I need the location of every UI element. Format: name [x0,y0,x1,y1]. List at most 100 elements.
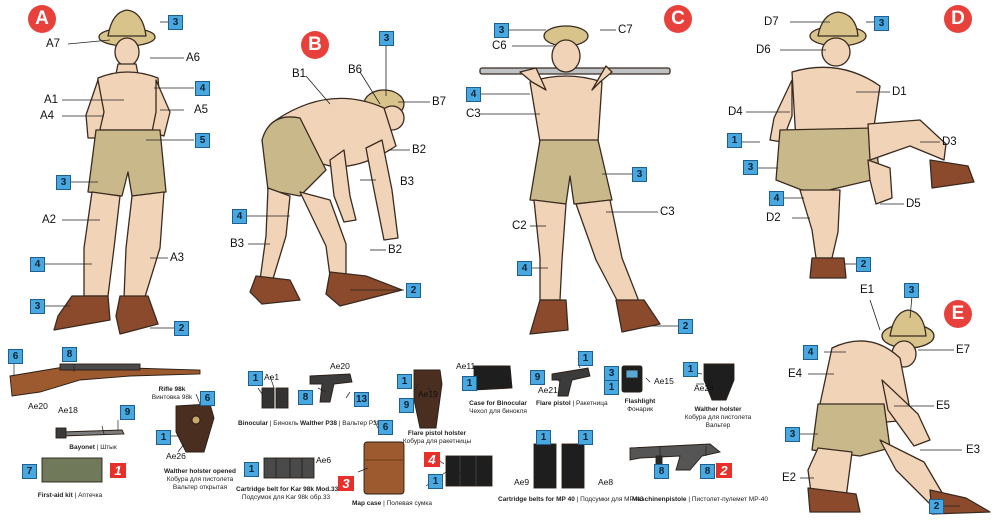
part-ae20-rifle: Ae20 [28,401,48,411]
label-b3-right: B3 [400,176,415,188]
color-code-a-sock: 3 [30,299,45,314]
binocular-case-drawing [473,365,513,391]
label-a7: A7 [46,38,61,50]
part-ae24-walther-holster: Ae24 [694,383,714,393]
bayonet-drawing [55,427,125,439]
label-b1: B1 [292,68,307,80]
label-c2: C2 [512,220,527,232]
part-ae11-binocular-case: Ae11 [456,361,476,371]
map-case-drawing [363,441,405,495]
label-a5: A5 [194,104,209,116]
caption-map-case: Map case | Полевая сумка [352,500,432,507]
label-a6: A6 [186,52,201,64]
soldier-e-figure [807,309,991,515]
color-code-e-shorts: 3 [785,427,800,442]
part-ae8-mp40-belt: Ae8 [598,477,614,487]
soldier-d-figure [769,11,975,279]
label-d5: D5 [906,198,921,210]
part-ae1-binocular: Ae1 [264,372,280,382]
color-code-flare-pistol-a: 9 [530,370,545,385]
red-code-mp40-belt: 4 [424,452,440,467]
color-code-map-case: 6 [378,420,393,435]
color-code-d-leg: 4 [769,191,784,206]
color-code-c-leg: 4 [517,261,532,276]
part-ae9-mp40-belt: Ae9 [514,477,530,487]
color-code-flare-holster-a: 1 [397,374,412,389]
flare-pistol-drawing [551,367,591,397]
color-code-d-sandal: 2 [856,257,871,272]
label-e2: E2 [782,472,797,484]
part-ae6-cartridge: Ae6 [316,455,332,465]
color-code-mp40-a: 8 [654,464,669,479]
color-code-c-cap: 3 [494,23,509,38]
caption-first-aid: First-aid kit | Аптечка [37,492,103,499]
color-code-holster-opened-b: 1 [156,430,171,445]
color-code-mp40-cartridge-b: 1 [578,430,593,445]
color-code-a-leg: 4 [30,257,45,272]
color-code-mp40-belt: 1 [428,474,443,489]
color-code-flare-pistol-b: 1 [578,351,593,366]
label-d3: D3 [942,136,957,148]
holster-opened-drawing [175,403,215,453]
caption-p38: Walther P38 | Вальтер P38 [300,420,381,427]
color-code-b-leg: 4 [232,209,247,224]
color-code-bayonet: 9 [120,405,135,420]
soldier-b-figure [249,89,405,307]
caption-binocular: Binocular | Бинокль [238,420,299,427]
label-e4: E4 [788,368,803,380]
color-code-a-boot: 2 [174,321,189,336]
red-code-map-case: 3 [338,476,354,491]
caption-mp40: Maschinenpistole | Пистолет-пулемет MP-4… [632,496,768,503]
first-aid-kit-drawing [41,457,103,483]
walther-p38-drawing [309,373,353,403]
label-b6: B6 [348,64,363,76]
label-e1: E1 [860,284,875,296]
color-code-p38-b: 13 [354,392,369,407]
label-d4: D4 [728,106,743,118]
part-ae15-flashlight: Ae15 [654,376,674,386]
rifle-98k-drawing [9,363,201,397]
color-code-mp40-cartridge-a: 1 [536,430,551,445]
soldier-c-figure [479,25,671,335]
label-c3-lower: C3 [660,206,675,218]
part-ae21-flare-pistol: Ae21 [538,385,558,395]
red-code-first-aid: 1 [110,463,126,478]
color-code-rifle-stock: 6 [8,349,23,364]
color-code-flashlight-b: 1 [604,380,619,395]
label-d7: D7 [764,16,779,28]
soldier-a-figure [53,9,171,335]
color-code-flare-holster-b: 9 [399,398,414,413]
mp40-belt-small-drawing [445,455,493,487]
label-b3-left: B3 [230,238,245,250]
color-code-a-shorts: 3 [56,175,71,190]
cartridge-belt-98k-drawing [263,457,315,479]
color-code-b-cap: 3 [379,31,394,46]
red-code-mp40: 2 [716,463,732,478]
color-code-d-helmet: 3 [874,16,889,31]
color-code-a-helmet: 3 [168,15,183,30]
color-code-cartridge-98k: 1 [244,462,259,477]
label-c6: C6 [492,40,507,52]
color-code-c-arm: 4 [466,87,481,102]
flashlight-drawing [621,365,643,393]
color-code-binocular-case: 1 [462,376,477,391]
label-e5: E5 [936,400,951,412]
part-ae26-holster: Ae26 [166,451,186,461]
color-code-c-boot: 2 [678,319,693,334]
caption-flare-pistol: Flare pistol | Ракетница [536,400,608,407]
part-ae20-p38: Ae20 [330,361,350,371]
label-a3: A3 [170,252,185,264]
color-code-holster-opened-a: 6 [200,391,215,406]
label-c7: C7 [618,24,633,36]
label-a2: A2 [42,214,57,226]
flare-holster-drawing [413,369,443,429]
color-code-d-shorts: 3 [743,160,758,175]
color-code-first-aid: 7 [22,464,37,479]
caption-bayonet: Bayonet | Штык [69,444,117,451]
